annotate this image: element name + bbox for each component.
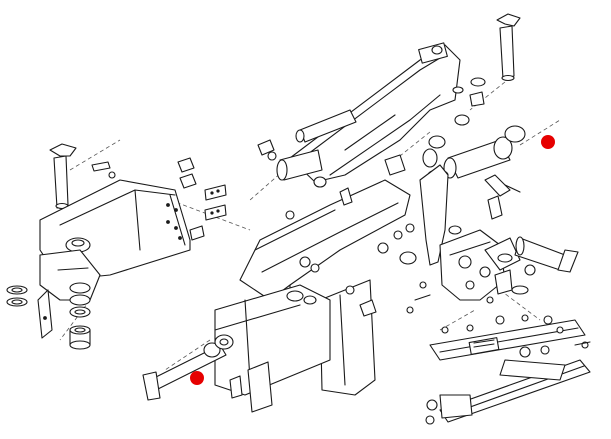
base-bracket (39, 143, 197, 301)
small-clip-parts (189, 184, 227, 241)
lower-pivot-pin (142, 334, 234, 401)
lever-assembly (406, 164, 579, 314)
marker-top-right (541, 135, 555, 149)
left-bushing-stack (6, 282, 91, 350)
marker-bottom-left (190, 371, 204, 385)
lower-linkage (425, 314, 591, 425)
upper-arm-assembly (257, 13, 521, 188)
main-boom (214, 154, 417, 413)
